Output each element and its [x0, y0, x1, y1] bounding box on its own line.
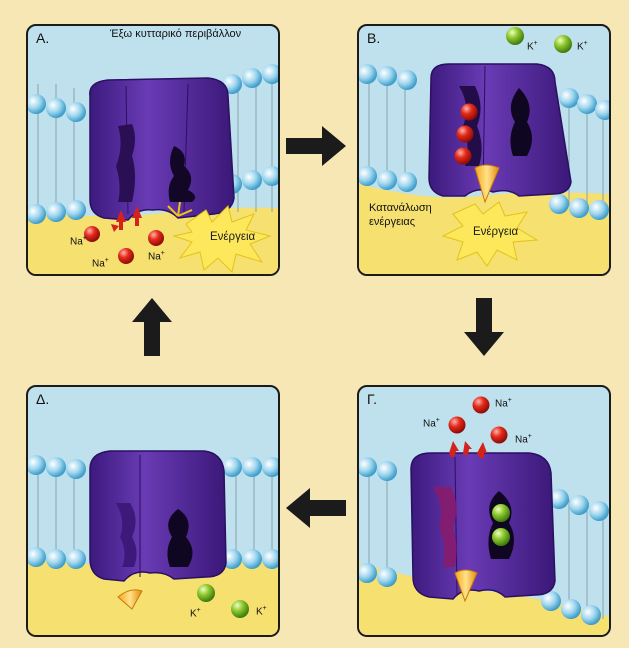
potassium-ions [506, 27, 572, 53]
potassium-ion [554, 35, 572, 53]
potassium-label: K+ [577, 40, 588, 53]
energy-label: Ενέργεια [210, 231, 256, 243]
membrane-bilayer [368, 78, 604, 214]
energy-burst [441, 201, 539, 267]
panel-a-illustration [28, 64, 278, 274]
sodium-label: Na+ [495, 397, 512, 410]
potassium-binding-site [168, 146, 196, 202]
arrow-right [286, 126, 346, 166]
cytoplasm [28, 557, 278, 635]
energy-consumption-label: Κατανάλωση ενέργειας [369, 202, 432, 228]
panel-d: Δ. K+ K+ [26, 385, 280, 637]
sodium-binding-site [433, 487, 457, 567]
phosphate-group [454, 569, 478, 603]
phosphate-group [474, 164, 500, 204]
sodium-ion [460, 103, 478, 121]
energy-burst [167, 201, 272, 273]
energy-label: Ενέργεια [473, 226, 519, 238]
lipid-heads-top [28, 64, 278, 122]
panel-b-illustration [359, 27, 609, 274]
potassium-ion [197, 584, 215, 602]
potassium-ions [197, 584, 249, 618]
lipid-heads-bottom [359, 563, 601, 625]
potassium-ion [492, 528, 510, 546]
sodium-ion [118, 248, 134, 264]
sodium-ions [84, 226, 164, 264]
membrane-bilayer [37, 465, 273, 559]
arrow-left [286, 488, 346, 528]
panel-b: Β. K+ K+ Κατανάλωση ενέργειας Ενέργεια [357, 24, 611, 276]
sodium-binding-site [459, 86, 482, 166]
panel-a: Α. Έξω κυτταρικό περιβάλλον Na+ Na+ Na+ … [26, 24, 280, 276]
potassium-binding-site [167, 509, 193, 567]
energy-consumption-line1: Κατανάλωση [369, 202, 432, 214]
panel-d-illustration [28, 450, 278, 635]
panel-c: Γ. Na+ Na+ Na+ [357, 385, 611, 637]
sodium-ion [456, 125, 474, 143]
sodium-label: Na+ [92, 257, 109, 270]
sodium-binding-site [116, 503, 137, 567]
energy-consumption-line2: ενέργειας [369, 216, 416, 228]
sodium-label: Na+ [148, 250, 165, 263]
sodium-label: Na+ [70, 235, 87, 248]
sodium-ion [448, 416, 466, 434]
membrane-bilayer [368, 465, 604, 619]
panel-letter: Α. [36, 30, 50, 46]
pump-protein [428, 63, 572, 197]
uptake-arrows [111, 206, 142, 232]
pump-protein [410, 452, 556, 600]
potassium-label: K+ [256, 605, 267, 618]
panel-c-illustration [359, 396, 609, 635]
potassium-ions [492, 504, 510, 546]
lipid-heads-top [28, 455, 278, 479]
potassium-ion [492, 504, 510, 522]
extracellular-label: Έξω κυτταρικό περιβάλλον [110, 28, 242, 40]
panel-letter: Δ. [36, 391, 50, 407]
release-arrows [449, 441, 487, 458]
sodium-ion [490, 426, 508, 444]
arrow-down [464, 298, 504, 356]
potassium-label: K+ [190, 607, 201, 620]
lipid-heads-bottom [28, 547, 278, 569]
arrow-up [132, 298, 172, 356]
sodium-ion [148, 230, 164, 246]
sodium-label: Na+ [515, 433, 532, 446]
pump-protein [89, 450, 227, 582]
lipid-heads-top [359, 457, 609, 521]
sodium-label: Na+ [423, 417, 440, 430]
potassium-binding-site [510, 88, 532, 156]
sodium-ion [84, 226, 100, 242]
sodium-ion [472, 396, 490, 414]
phosphate-group [117, 589, 143, 610]
lipid-heads-bottom [359, 166, 609, 220]
pump-protein [89, 77, 235, 221]
sodium-binding-site [116, 124, 135, 202]
sodium-ions [454, 103, 478, 165]
sodium-ion [454, 147, 472, 165]
potassium-ion [231, 600, 249, 618]
sodium-ions [448, 396, 508, 444]
potassium-label: K+ [527, 40, 538, 53]
lipid-heads-top [359, 64, 609, 120]
potassium-ion [506, 27, 524, 45]
panel-letter: Β. [367, 30, 381, 46]
panel-letter: Γ. [367, 391, 378, 407]
